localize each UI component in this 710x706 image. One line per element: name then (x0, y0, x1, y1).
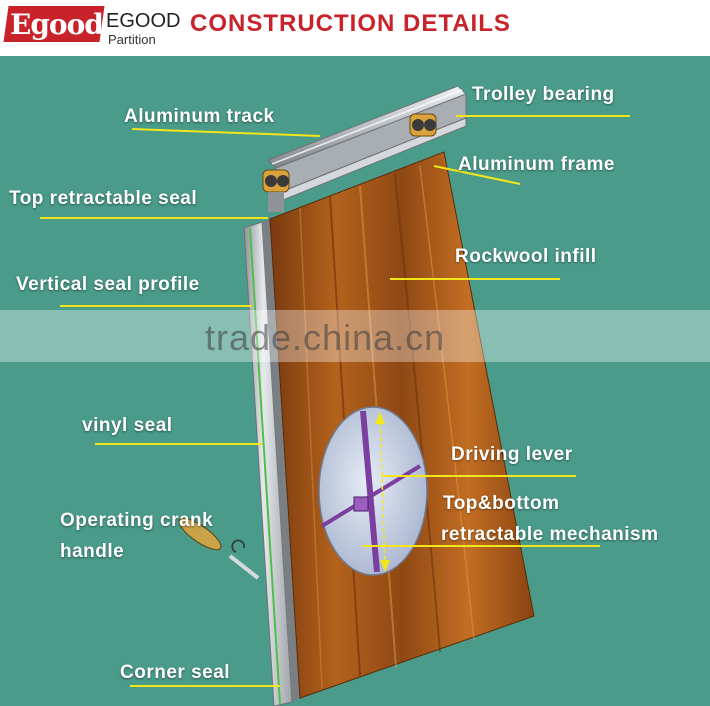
label-aluminum-frame: Aluminum frame (458, 154, 615, 175)
leader-lines (40, 115, 630, 687)
crank-handle-shape (178, 517, 260, 580)
label-crank-line2: handle (60, 541, 125, 562)
label-rockwool-infill: Rockwool infill (455, 246, 597, 267)
label-driving-lever: Driving lever (451, 444, 573, 465)
label-crank-line1: Operating crank (60, 510, 214, 531)
construction-diagram: Aluminum track Trolley bearing Aluminum … (0, 56, 710, 706)
brand-subtitle: Partition (108, 32, 156, 47)
label-trolley-bearing: Trolley bearing (472, 84, 615, 105)
trolley-bearing-shape (262, 113, 437, 212)
label-top-bottom-line1: Top&bottom (443, 493, 560, 514)
label-vinyl-seal: vinyl seal (82, 415, 173, 436)
label-corner-seal: Corner seal (120, 662, 231, 683)
watermark-band (0, 310, 710, 362)
label-aluminum-track: Aluminum track (124, 106, 275, 127)
header: Egood EGOOD Partition CONSTRUCTION DETAI… (0, 0, 710, 56)
retractable-mechanism-cutaway (318, 406, 428, 576)
label-vertical-seal-profile: Vertical seal profile (16, 274, 200, 295)
partition-panel-illustration (40, 85, 630, 706)
aluminum-frame-shape (243, 219, 300, 706)
watermark: trade.china.cn (205, 317, 446, 358)
brand-name: EGOOD (106, 10, 181, 32)
page-title: CONSTRUCTION DETAILS (190, 10, 511, 37)
brand-logo-text: Egood (10, 8, 104, 41)
label-top-bottom-line2: retractable mechanism (441, 524, 659, 545)
label-top-retractable-seal: Top retractable seal (9, 188, 198, 209)
